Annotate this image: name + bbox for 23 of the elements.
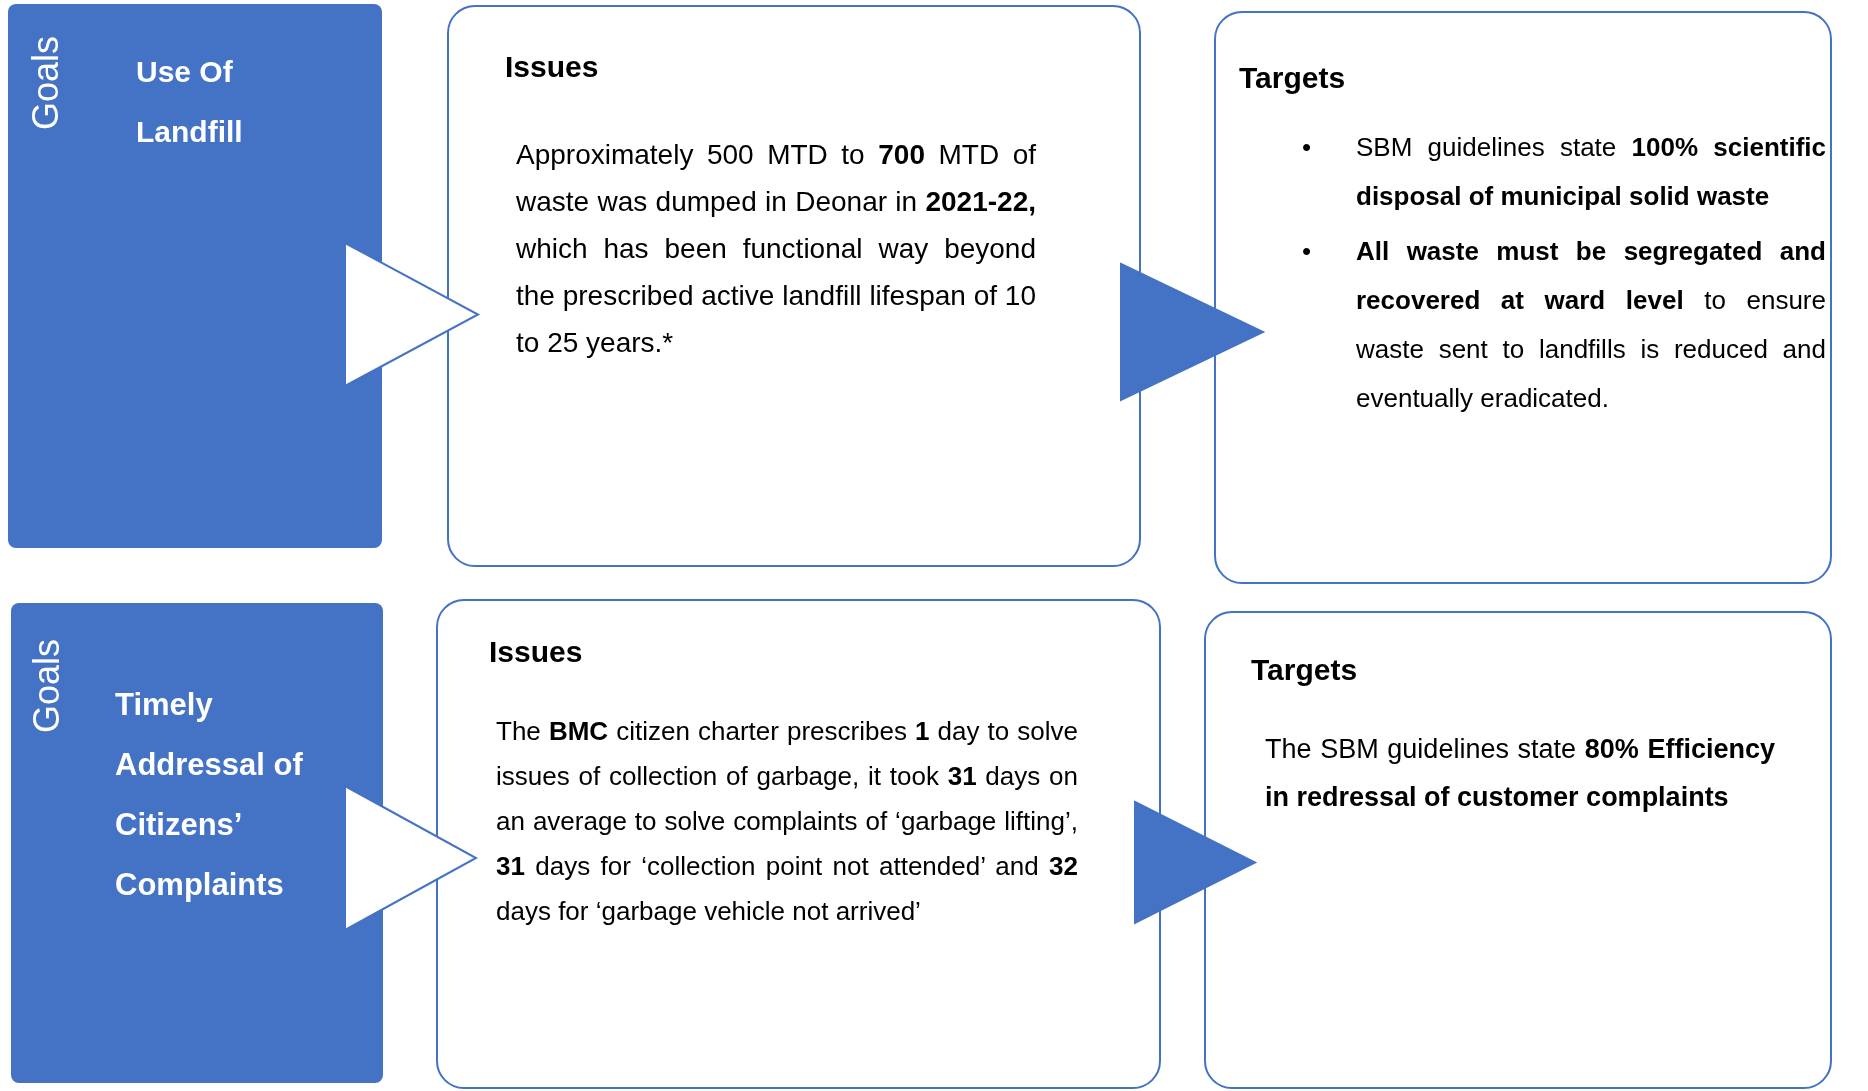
card-heading: Targets [1239, 63, 1346, 93]
goal-panel [8, 4, 382, 548]
bullet-point: • [1301, 235, 1313, 268]
card-heading: Issues [505, 52, 599, 82]
card-text: Approximately 500 MTD to 700 MTD of waste was dumped in Deonar in 2021-22, which has been functional way beyond the prescribed active landfill lifespan of 10 to 25 years.* [516, 138, 1036, 360]
targets-card [1214, 11, 1832, 584]
card-heading: Targets [1251, 655, 1358, 685]
bullet-text: SBM guidelines state 100% scientific disposal of municipal solid waste [1356, 131, 1826, 213]
issues-card [447, 5, 1141, 567]
panel-heading: Goals [29, 639, 65, 734]
triangle-arrow [1134, 800, 1258, 925]
issues-card [436, 599, 1161, 1089]
goal-title: Timely Addressal of Citizens’ Complaints [115, 686, 304, 904]
card-text: The BMC citizen charter prescribes 1 day to solve issues of collection of garbage, it took 31 days on an average to solve complaints of ‘garbage lifting’, 31 days for ‘collection point not attended’ and 32 days for ‘garbage vehicle not arrived’ [496, 715, 1078, 928]
card-heading: Issues [489, 637, 583, 667]
card-text: The SBM guidelines state 80% Efficiency in redressal of customer complaints [1265, 733, 1775, 814]
triangle-arrow [1120, 262, 1266, 402]
goal-panel [11, 603, 383, 1083]
panel-heading: Goals [28, 36, 64, 131]
targets-card [1204, 611, 1832, 1089]
bullet-text: All waste must be segregated and recovered at ward level to ensure waste sent to landfills is reduced and eventually eradicated. [1356, 235, 1826, 415]
bullet-point: • [1301, 131, 1313, 164]
goal-title: Use Of Landfill [136, 54, 244, 150]
